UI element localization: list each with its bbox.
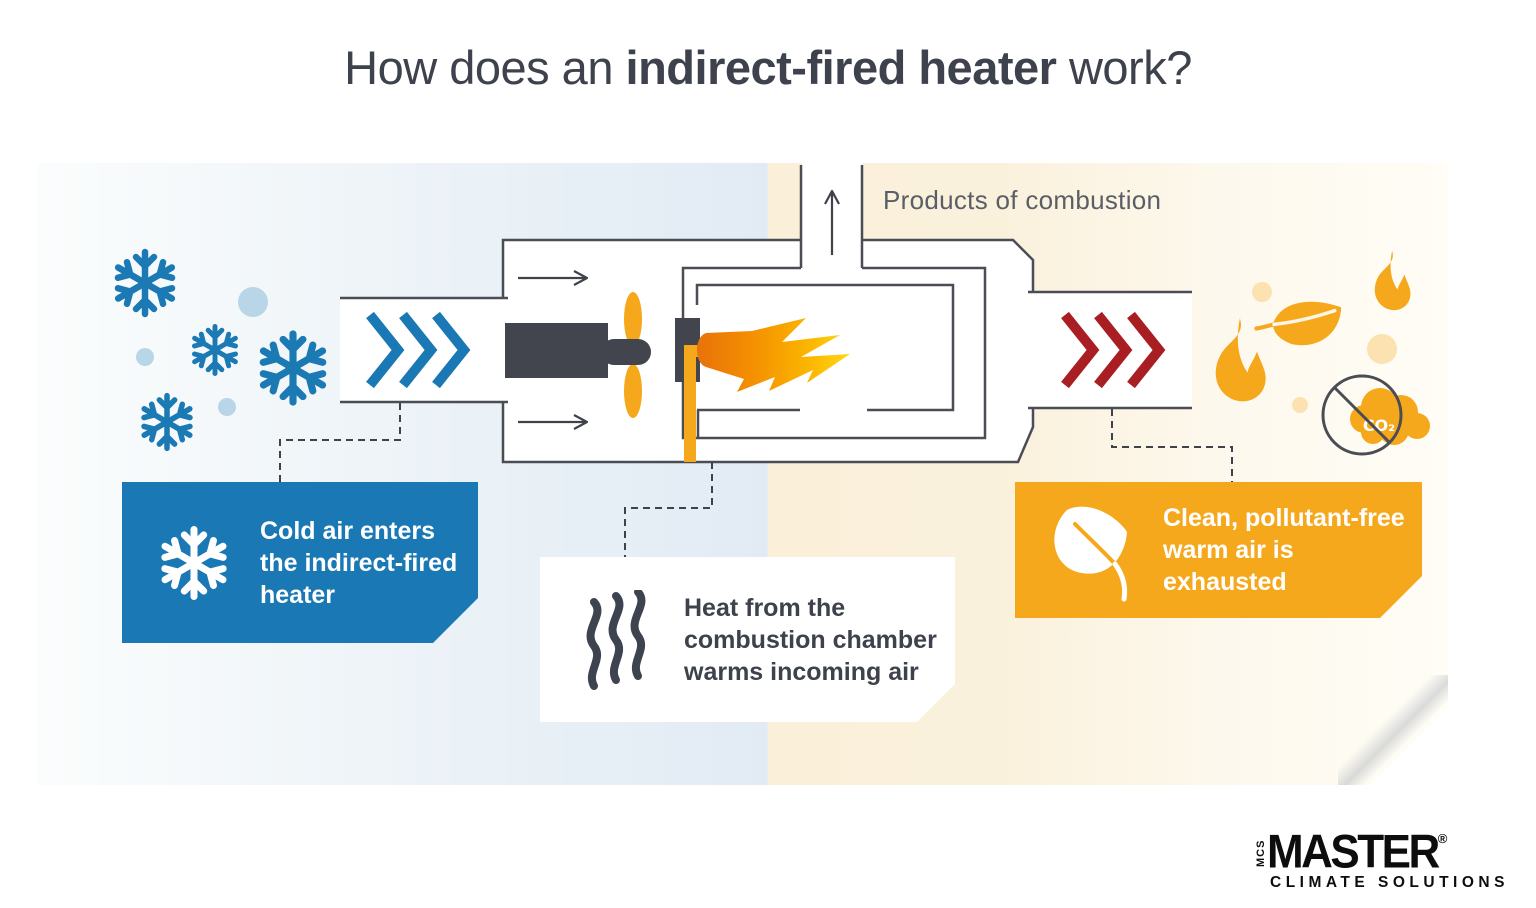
callout-heat-text: Heat from the combustion chamber warms i…: [684, 593, 937, 686]
cold-dot: [218, 398, 236, 416]
airflow-arrow-top: [518, 271, 587, 285]
flame-icon: [697, 318, 850, 392]
page-title: How does an indirect-fired heater work?: [0, 40, 1536, 95]
leaf-icon: [1045, 498, 1137, 602]
warm-dot: [1367, 334, 1397, 364]
infographic-panel: CO₂ Products of combustion Cold air ente…: [38, 163, 1448, 785]
callout-clean-air: Clean, pollutant-free warm air is exhaus…: [1015, 482, 1422, 618]
master-logo: MCS MASTER ® CLIMATE SOLUTIONS: [1255, 825, 1509, 892]
flame-icon: [1216, 318, 1266, 401]
fuel-pipe: [684, 345, 712, 462]
cold-dot: [238, 287, 268, 317]
cold-air-chevrons: [370, 315, 464, 385]
callout-cold-air: Cold air enters the indirect-fired heate…: [122, 482, 478, 643]
connector-cold: [280, 403, 400, 482]
motor-shaft: [601, 339, 651, 365]
connector-heat: [625, 462, 712, 557]
callout-cold-text: Cold air enters the indirect-fired heate…: [260, 516, 458, 609]
leaf-icon: [1255, 296, 1341, 349]
diagram-outlines: [340, 165, 1192, 462]
logo-name: MASTER: [1267, 825, 1440, 879]
title-prefix: How does an: [344, 41, 626, 94]
callout-heat: Heat from the combustion chamber warms i…: [540, 557, 955, 722]
panel-folded-corner: [1338, 675, 1448, 785]
co2-ban-icon: CO₂: [1323, 376, 1430, 454]
snowflake-icon: [156, 523, 232, 603]
co2-label: CO₂: [1363, 416, 1395, 435]
airflow-arrow-bottom: [518, 415, 587, 429]
outlet-duct: [1028, 292, 1192, 408]
registered-mark: ®: [1437, 831, 1448, 846]
heater-diagram: CO₂: [38, 163, 1448, 785]
snowflake-icon: [140, 396, 193, 449]
products-of-combustion-label: Products of combustion: [883, 185, 1162, 215]
warm-air-chevrons: [1065, 315, 1159, 385]
fan-icon: [624, 292, 642, 418]
snowflake-icon: [259, 334, 328, 402]
connector-clean: [1112, 409, 1232, 482]
heat-waves-icon: [582, 590, 648, 690]
snowflake-icon: [191, 326, 239, 373]
logo-mcs: MCS: [1255, 839, 1267, 867]
warm-dot: [1292, 397, 1308, 413]
snowflake-icon: [114, 252, 177, 314]
cold-dot: [136, 348, 154, 366]
title-suffix: work?: [1056, 41, 1192, 94]
callout-clean-text: Clean, pollutant-free warm air is exhaus…: [1163, 504, 1405, 596]
flame-icon: [1375, 251, 1411, 310]
exhaust-arrow-up: [825, 191, 839, 255]
motor-block: [505, 323, 608, 378]
title-highlight: indirect-fired heater: [625, 41, 1057, 94]
warm-dot: [1252, 282, 1272, 302]
logo-tagline: CLIMATE SOLUTIONS: [1270, 874, 1509, 892]
inlet-duct: [340, 298, 508, 402]
